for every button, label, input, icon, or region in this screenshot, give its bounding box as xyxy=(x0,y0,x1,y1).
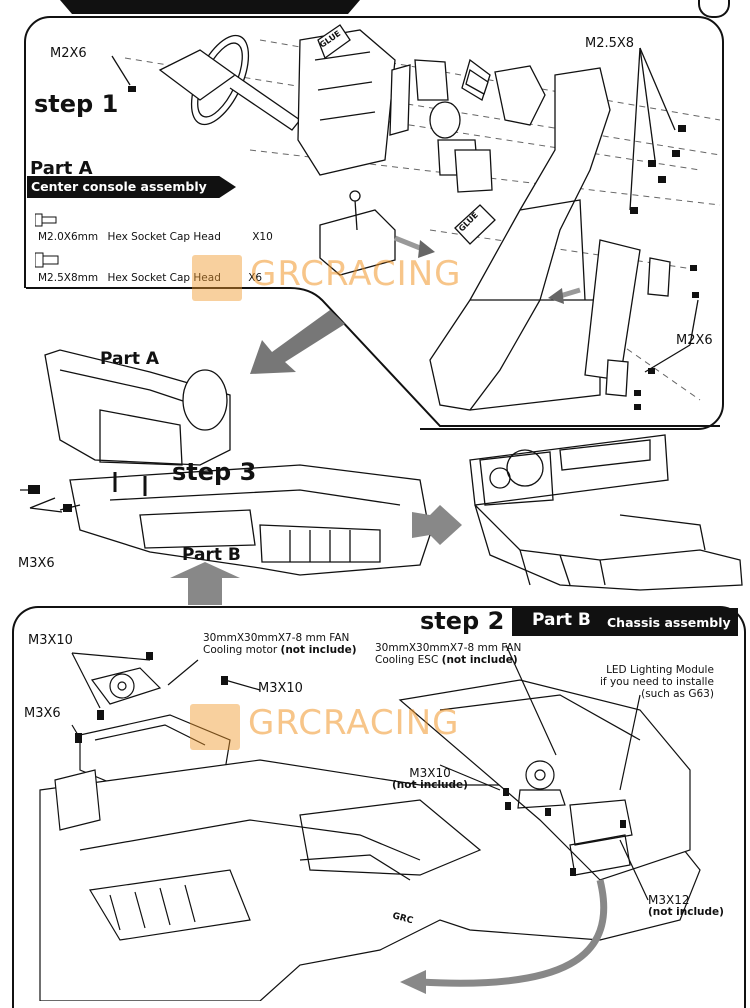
fan-motor-line1: 30mmX30mmX7-8 mm FAN xyxy=(203,632,350,644)
m3x10-esc-size: M3X10 xyxy=(409,766,451,780)
screw-label-m2x6-left: M2X6 xyxy=(50,46,87,61)
step3-title: step 3 xyxy=(172,458,257,486)
screw-label-m3x6-step2: M3X6 xyxy=(24,706,61,721)
screw-label-m2x6-right: M2X6 xyxy=(676,333,713,348)
m3x10-esc-note: (not include) xyxy=(392,779,468,791)
fan-motor-line2: Cooling motor xyxy=(203,644,278,656)
screw-spec-2-size: M2.5X8mm xyxy=(38,272,99,284)
screw-label-m3x10-esc: M3X10 (not include) xyxy=(392,767,468,791)
step2-part-label: Part B xyxy=(532,610,591,630)
fan-esc-line2: Cooling ESC xyxy=(375,654,439,666)
screw-spec-1-qty: X10 xyxy=(252,231,273,243)
step1-frame-notch-edge xyxy=(26,287,720,427)
screw-spec-row-2: M2.5X8mm Hex Socket Cap Head X6 xyxy=(38,272,262,284)
screw-spec-1-type: Hex Socket Cap Head xyxy=(107,231,221,243)
step3-part-b-label: Part B xyxy=(182,545,241,565)
screw-label-m3x10-fan: M3X10 xyxy=(28,633,73,648)
screw-spec-2-type: Hex Socket Cap Head xyxy=(107,272,221,284)
screw-spec-row-1: M2.0X6mm Hex Socket Cap Head X10 xyxy=(38,231,273,243)
fan-esc-note: (not include) xyxy=(441,654,518,666)
fan-motor-note: (not include) xyxy=(280,644,357,656)
screw-m2-5-icon xyxy=(35,252,59,268)
step2-header-bar: Part B Chassis assembly xyxy=(512,608,738,636)
step1-title: step 1 xyxy=(34,90,119,118)
step3-illustration xyxy=(20,310,743,605)
corner-tab-icon xyxy=(698,0,730,18)
fan-esc-line1: 30mmX30mmX7-8 mm FAN xyxy=(375,642,522,654)
part-a-title: Part A xyxy=(30,158,93,179)
screw-m2-icon xyxy=(35,213,57,227)
screw-spec-1-size: M2.0X6mm xyxy=(38,231,99,243)
fan-motor-spec: 30mmX30mmX7-8 mm FAN Cooling motor (not … xyxy=(203,632,357,656)
watermark-logo-icon-2 xyxy=(190,704,240,750)
screw-label-m3x10-bracket: M3X10 xyxy=(258,681,303,696)
step2-title: step 2 xyxy=(420,607,505,635)
m3x12-size: M3X12 xyxy=(648,893,690,907)
watermark-logo-icon-1 xyxy=(192,255,242,301)
led-line1: LED Lighting Module xyxy=(606,664,714,676)
watermark-text-1: GRCRACING xyxy=(250,254,462,294)
screw-label-m3x12: M3X12 (not include) xyxy=(648,894,724,918)
part-a-subtitle: Center console assembly xyxy=(27,176,236,198)
led-line3: (such as G63) xyxy=(641,688,714,700)
screw-spec-2-qty: X6 xyxy=(248,272,263,284)
screw-label-m2-5x8: M2.5X8 xyxy=(585,36,635,51)
step2-chassis-illustration: GRC xyxy=(39,644,701,1001)
top-header-bar xyxy=(60,0,360,14)
fan-esc-spec: 30mmX30mmX7-8 mm FAN Cooling ESC (not in… xyxy=(375,642,521,666)
screw-label-m3x6-step3: M3X6 xyxy=(18,556,55,571)
step1-exploded-illustration: GLUE GLUE xyxy=(111,24,721,411)
led-module-note: LED Lighting Module if you need to insta… xyxy=(600,664,714,700)
m3x12-note: (not include) xyxy=(648,906,724,918)
watermark-text-2: GRCRACING xyxy=(248,703,460,743)
led-line2: if you need to installe xyxy=(600,676,714,688)
step3-part-a-label: Part A xyxy=(100,349,160,369)
step2-subtitle: Chassis assembly xyxy=(607,615,731,630)
